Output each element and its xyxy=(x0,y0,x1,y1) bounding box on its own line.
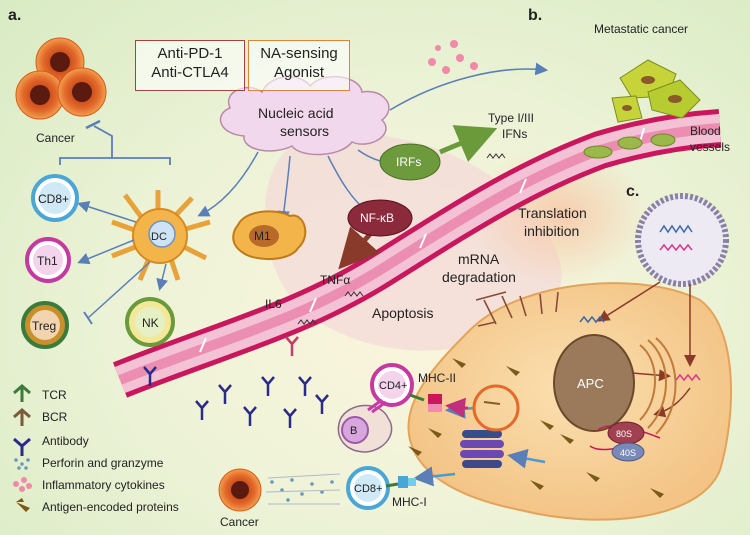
nfkb-label: NF-κB xyxy=(360,211,394,225)
mrna-label-2: degradation xyxy=(442,269,516,285)
vessels-label-1: Blood xyxy=(690,124,721,138)
tnfa-label: TNFα xyxy=(320,273,350,287)
cancer-bottom-cell xyxy=(218,468,262,512)
rna-inhibition-marks xyxy=(475,291,559,327)
drug-agonist: Agonist xyxy=(273,64,325,81)
drug-na-sensing: NA-sensing xyxy=(260,45,338,62)
b-cell-label: B xyxy=(350,425,357,437)
mhc1-label: MHC-I xyxy=(392,495,427,509)
legend-antigen-proteins: Antigen-encoded proteins xyxy=(42,500,179,514)
treg-label: Treg xyxy=(32,319,56,333)
treg-cell xyxy=(21,301,69,349)
legend-cytokines: Inflammatory cytokines xyxy=(42,478,165,492)
legend-bcr: BCR xyxy=(42,410,68,424)
mhc1-molecule xyxy=(398,476,416,488)
nfkb-tnf-arrow xyxy=(338,226,380,270)
apc-nucleus xyxy=(553,334,677,435)
perforin-dots xyxy=(270,478,334,502)
mrna-label-1: mRNA xyxy=(458,251,500,267)
apc-dna xyxy=(579,315,605,324)
ribosome xyxy=(589,421,661,462)
dc-arrows xyxy=(77,201,169,325)
proteasome xyxy=(460,430,504,468)
cancer-bottom-label: Cancer xyxy=(220,515,259,529)
irfs-label: IRFs xyxy=(396,155,421,169)
translation-label-1: Translation xyxy=(518,205,587,221)
antibody-icon xyxy=(13,437,31,456)
legend-perforin: Perforin and granzyme xyxy=(42,456,164,470)
cancer-label: Cancer xyxy=(36,131,75,145)
panel-label-c: c. xyxy=(626,183,639,200)
legend-antibody: Antibody xyxy=(42,434,89,448)
tcr-icon xyxy=(13,384,31,402)
nucleic-acid-vector xyxy=(635,193,729,287)
sensor-label-1: Nucleic acid xyxy=(258,105,333,121)
cd4-label: CD4+ xyxy=(379,380,407,392)
vessels-label-2: vessels xyxy=(690,140,730,154)
antigen-protein-icon xyxy=(16,498,30,512)
bcr-icon xyxy=(13,408,31,426)
apc-mrna xyxy=(675,373,701,382)
mhc2-molecule xyxy=(428,394,442,412)
nk-label: NK xyxy=(142,316,159,330)
apoptosis-label: Apoptosis xyxy=(372,305,433,321)
drug-anti-pd1: Anti-PD-1 xyxy=(157,45,223,62)
cd8-bottom-label: CD8+ xyxy=(354,483,382,495)
cd8-cell xyxy=(31,174,79,222)
m1-cell xyxy=(232,210,307,261)
panel-label-a: a. xyxy=(8,7,21,24)
ribosome-80s-label: 80S xyxy=(616,429,632,439)
cytokine-squiggles xyxy=(297,153,506,325)
agonist-drug-box: NA-sensing Agonist xyxy=(248,40,350,91)
m1-label: M1 xyxy=(254,229,271,243)
cd8-label: CD8+ xyxy=(38,192,69,206)
cancer-cluster xyxy=(15,37,107,120)
bcr-link xyxy=(367,398,387,414)
vessel-cancer-cells xyxy=(583,133,676,159)
perforin-icon xyxy=(14,458,30,470)
endosome xyxy=(472,384,520,432)
th1-cell xyxy=(25,237,71,283)
panel-label-b: b. xyxy=(528,7,542,24)
cytokine-icon xyxy=(13,477,32,492)
drug-anti-ctla4: Anti-CTLA4 xyxy=(151,64,229,81)
perforin-lines xyxy=(265,473,341,505)
dc-label: DC xyxy=(151,231,167,243)
ifn-label-1: Type I/III xyxy=(488,111,534,125)
translation-label-2: inhibition xyxy=(524,223,579,239)
ifn-label-2: IFNs xyxy=(502,127,527,141)
dc-cell xyxy=(111,190,211,281)
antibody-scatter xyxy=(143,336,329,428)
metastasis-arrow xyxy=(389,62,549,111)
antibody-drug-box: Anti-PD-1 Anti-CTLA4 xyxy=(135,40,245,91)
antigen-proteins xyxy=(408,358,664,498)
mhc2-arrow xyxy=(445,397,469,418)
cytokine-cluster xyxy=(428,40,478,74)
b-cell xyxy=(337,404,393,453)
legend-tcr: TCR xyxy=(42,388,67,402)
ribosome-40s-label: 40S xyxy=(620,448,636,458)
tcr-link-mhc1 xyxy=(385,482,399,488)
tcr-link xyxy=(409,393,425,402)
cd4-cell xyxy=(370,363,414,407)
irfs-node xyxy=(379,143,441,181)
cancer-inhibition-bracket xyxy=(59,119,171,165)
apc-label: APC xyxy=(577,376,604,391)
metastatic-label: Metastatic cancer xyxy=(594,22,688,36)
nk-cell xyxy=(125,297,175,347)
sensor-label-2: sensors xyxy=(280,123,329,139)
nfkb-node xyxy=(347,199,413,237)
metastatic-cancer-cells xyxy=(611,59,701,123)
irf-ifn-arrow xyxy=(439,125,498,162)
mhc2-label: MHC-II xyxy=(418,371,456,385)
th1-label: Th1 xyxy=(37,254,58,268)
cd8-bottom-cell xyxy=(346,466,390,510)
il6-label: IL6 xyxy=(265,297,282,311)
